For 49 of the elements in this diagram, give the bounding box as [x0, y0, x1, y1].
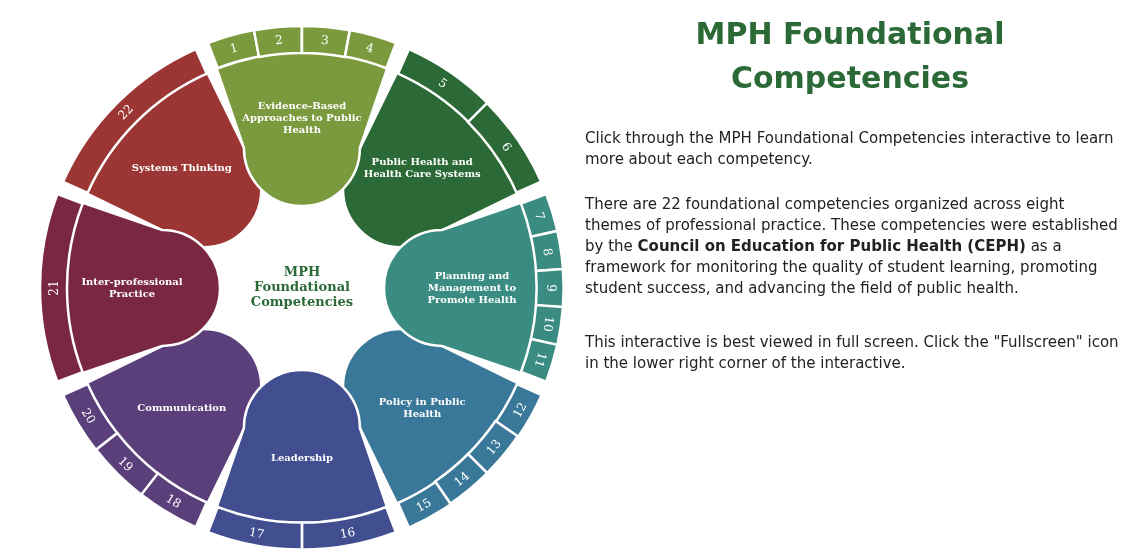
paragraph: Click through the MPH Foundational Competencies interactive to learn more about each competency. [585, 128, 1115, 170]
number-segment [343, 29, 397, 70]
competency-number: 3 [320, 32, 330, 48]
competency-number: 22 [115, 101, 137, 123]
center-title: MPH Foundational Competencies [249, 264, 355, 309]
competency-number: 20 [78, 406, 99, 427]
competency-number: 18 [163, 491, 184, 512]
competency-number: 21 [46, 280, 61, 296]
segment-label: Evidence-Based Approaches to Public Health [241, 100, 363, 136]
competency-number: 12 [509, 399, 530, 420]
competency-number: 7 [532, 210, 548, 222]
competency-number: 9 [543, 284, 558, 292]
number-segment [207, 506, 303, 551]
segment-label: Communication [136, 402, 228, 415]
number-segment [253, 25, 303, 58]
segment-label: Policy in Public Health [377, 396, 467, 421]
competency-number: 4 [363, 40, 375, 57]
competency-number: 5 [435, 74, 450, 91]
segment-label: Systems Thinking [130, 161, 233, 174]
competency-number: 19 [115, 453, 137, 475]
number-segment [301, 506, 397, 551]
competency-number: 15 [413, 495, 434, 516]
number-segment [301, 25, 351, 58]
number-segment [61, 382, 118, 451]
competency-number: 16 [338, 524, 357, 542]
number-segment [535, 267, 565, 309]
competency-number: 11 [531, 350, 550, 370]
number-segment [207, 29, 261, 70]
competency-number: 1 [228, 40, 240, 57]
competency-number: 6 [499, 139, 515, 155]
competency-number: 17 [247, 524, 266, 542]
competency-number: 10 [540, 315, 557, 333]
competency-number: 8 [540, 246, 556, 257]
number-segment [520, 338, 559, 383]
title-heading: MPH Foundational Competencies [694, 15, 1006, 97]
number-segment [530, 229, 565, 272]
number-segment [494, 382, 543, 438]
number-segment [396, 47, 489, 123]
number-segment [396, 480, 452, 529]
segment-label: Inter-professional Practice [80, 276, 184, 300]
segment-label: Planning and Management to Promote Health [426, 270, 518, 306]
segment-label: Public Health and Health Care Systems [362, 155, 482, 180]
paragraph: There are 22 foundational competencies organized across eight themes of professional practice. These competencies were established by the Council on Education for Public Health (CEPH) as a framework for monitoring the quality of student learning, promoting student success, and advancing the field of public health. [585, 194, 1119, 299]
number-segment [520, 193, 559, 238]
paragraph: This interactive is best viewed in full screen. Click the "Fullscreen" icon in the lower right corner of the interactive. [585, 332, 1120, 374]
competency-number: 14 [451, 469, 472, 490]
competency-number: 2 [274, 32, 284, 48]
competency-number: 13 [483, 436, 504, 458]
segment-label: Leadership [269, 452, 335, 464]
